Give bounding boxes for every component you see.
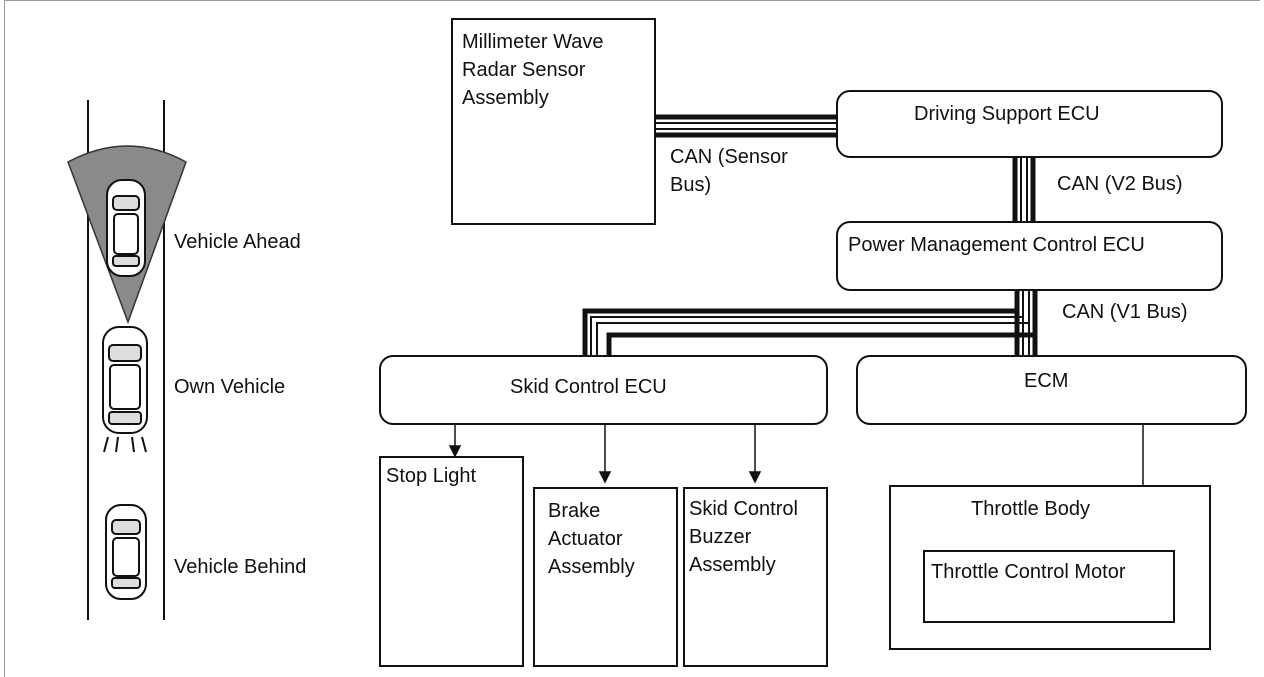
arrow-to-brake-actuator (600, 472, 610, 482)
throttle-body-box: Throttle Body Throttle Control Motor (889, 485, 1211, 650)
can-v2-bus-label: CAN (V2 Bus) (1057, 172, 1183, 196)
skid-buzzer-label-line2: Buzzer (689, 525, 751, 549)
can-v2-bus-wire (1015, 157, 1033, 222)
can-sensor-bus-label-line2: Bus) (670, 173, 711, 197)
radar-sensor-label-line1: Millimeter Wave (462, 30, 604, 54)
driving-support-ecu-box: Driving Support ECU (836, 90, 1223, 158)
skid-buzzer-label-line3: Assembly (689, 553, 776, 577)
ecm-box: ECM (856, 355, 1247, 425)
radar-sensor-label-line3: Assembly (462, 86, 549, 110)
vehicle-ahead-label: Vehicle Ahead (174, 230, 301, 254)
skid-buzzer-label-line1: Skid Control (689, 497, 798, 521)
vehicle-behind-label: Vehicle Behind (174, 555, 306, 579)
throttle-motor-label: Throttle Control Motor (931, 560, 1126, 584)
radar-sensor-box: Millimeter Wave Radar Sensor Assembly (451, 18, 656, 225)
brake-actuator-label-line3: Assembly (548, 555, 635, 579)
power-management-ecu-box: Power Management Control ECU (836, 221, 1223, 291)
brake-actuator-box: Brake Actuator Assembly (533, 487, 678, 667)
brake-actuator-label-line2: Actuator (548, 527, 622, 551)
arrow-to-stop-light (450, 446, 460, 456)
can-v1-bus-label: CAN (V1 Bus) (1062, 300, 1188, 324)
driving-support-ecu-label: Driving Support ECU (914, 102, 1100, 126)
can-sensor-bus-label-line1: CAN (Sensor (670, 145, 788, 169)
skid-control-ecu-box: Skid Control ECU (379, 355, 828, 425)
own-vehicle-icon (103, 327, 147, 452)
own-vehicle-label: Own Vehicle (174, 375, 285, 399)
skid-control-ecu-label: Skid Control ECU (510, 375, 667, 399)
throttle-motor-box: Throttle Control Motor (923, 550, 1175, 623)
can-v1-bus-wire (585, 290, 1035, 356)
throttle-body-label: Throttle Body (971, 497, 1090, 521)
skid-buzzer-box: Skid Control Buzzer Assembly (683, 487, 828, 667)
vehicle-behind-icon (106, 505, 146, 599)
brake-actuator-label-line1: Brake (548, 499, 600, 523)
stop-light-label: Stop Light (386, 464, 476, 488)
ecm-label: ECM (1024, 369, 1068, 393)
power-management-ecu-label: Power Management Control ECU (848, 233, 1145, 257)
radar-sensor-label-line2: Radar Sensor (462, 58, 585, 82)
can-sensor-bus-wire (655, 117, 838, 135)
vehicle-ahead-icon (107, 180, 145, 276)
stop-light-box: Stop Light (379, 456, 524, 667)
arrow-to-buzzer (750, 472, 760, 482)
